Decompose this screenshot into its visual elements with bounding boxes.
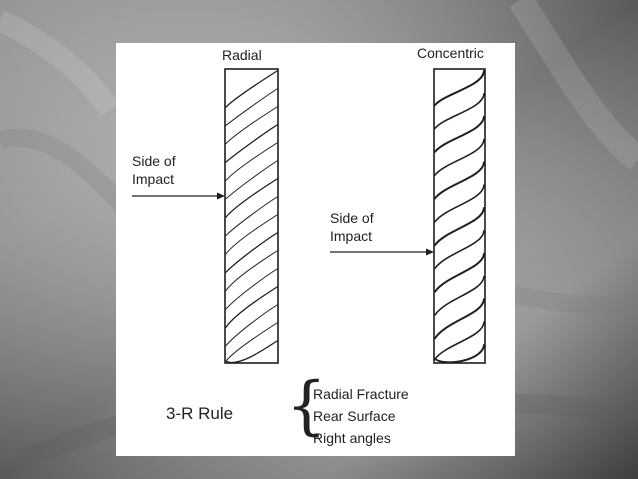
curly-brace-icon: {: [286, 369, 327, 443]
radial-fracture-line: [225, 88, 278, 126]
left-impact-line-2: Impact: [132, 171, 175, 187]
concentric-fracture-line: [434, 230, 485, 270]
radial-glass-outline: [224, 68, 279, 364]
radial-fracture-line: [225, 304, 278, 347]
concentric-fracture-line: [434, 252, 485, 293]
concentric-fracture-line: [434, 321, 485, 360]
left-impact-line-1: Side of: [132, 153, 176, 169]
concentric-fracture-line: [434, 161, 485, 200]
rule-title: 3-R Rule: [166, 404, 234, 423]
concentric-fracture-line: [434, 275, 485, 316]
rule-item-right-angles: Right angles: [313, 430, 391, 446]
concentric-title: Concentric: [417, 45, 484, 61]
radial-fracture-line: [225, 196, 278, 236]
concentric-fracture-line: [434, 93, 485, 130]
concentric-glass-outline: [433, 68, 486, 364]
radial-fracture-line: [225, 160, 278, 200]
radial-fracture-line: [225, 232, 278, 273]
concentric-fracture-line: [434, 70, 485, 106]
rule-item-rear-surface: Rear Surface: [313, 408, 396, 424]
radial-fracture-line: [225, 322, 278, 362]
concentric-fracture-line: [434, 344, 485, 364]
radial-fracture-line: [225, 178, 278, 218]
radial-fracture-line: [225, 340, 278, 364]
radial-fracture-line: [225, 106, 278, 145]
radial-fracture-line: [225, 214, 278, 255]
radial-fracture-line: [225, 268, 278, 310]
rule-item-radial-fracture: Radial Fracture: [313, 386, 409, 402]
right-impact-line-1: Side of: [330, 210, 374, 226]
concentric-fracture-lines: [434, 70, 485, 364]
radial-fracture-line: [225, 250, 278, 291]
concentric-fracture-line: [434, 207, 485, 246]
right-impact-arrow: [330, 248, 434, 256]
concentric-fracture-line: [434, 115, 485, 153]
concentric-fracture-line: [434, 184, 485, 223]
radial-fracture-line: [225, 142, 278, 181]
fracture-diagram: [132, 68, 486, 364]
radial-fracture-lines: [225, 70, 278, 364]
radial-fracture-line: [225, 286, 278, 328]
concentric-glass-section: [433, 68, 486, 364]
concentric-fracture-line: [434, 298, 485, 340]
diagram-panel: Radial Concentric Side of Impact Side of…: [116, 43, 515, 456]
concentric-fracture-line: [434, 138, 485, 176]
radial-title: Radial: [222, 47, 262, 63]
radial-fracture-line: [225, 124, 278, 163]
right-impact-line-2: Impact: [330, 228, 373, 244]
radial-fracture-line: [225, 70, 278, 108]
left-impact-arrow: [132, 192, 225, 200]
radial-glass-section: [224, 68, 279, 364]
